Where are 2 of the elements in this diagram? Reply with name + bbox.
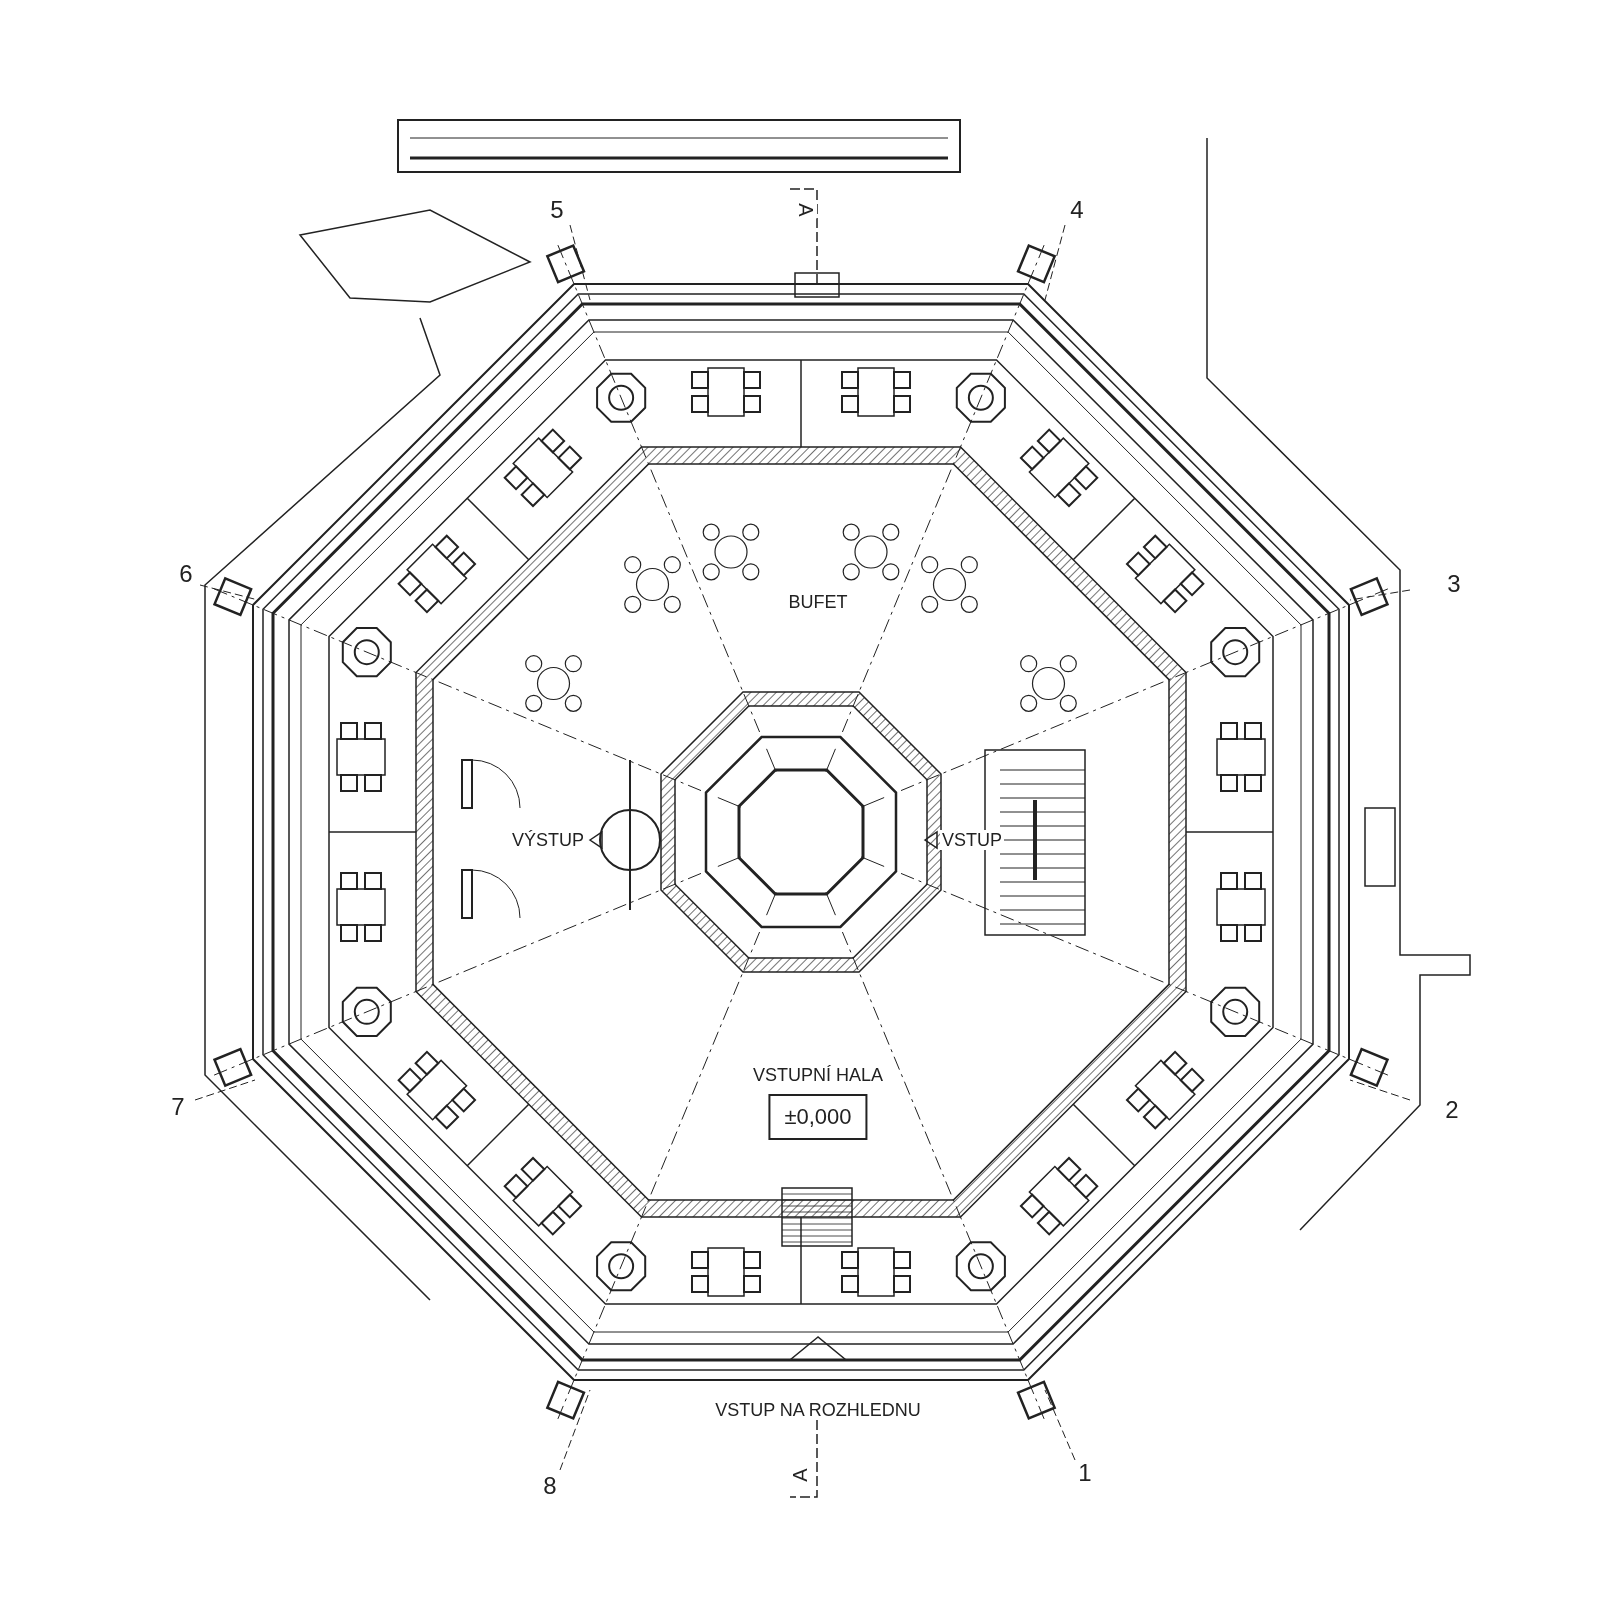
level-mark: ±0,000	[768, 1094, 868, 1140]
entry-label: VSTUP	[940, 830, 1004, 850]
